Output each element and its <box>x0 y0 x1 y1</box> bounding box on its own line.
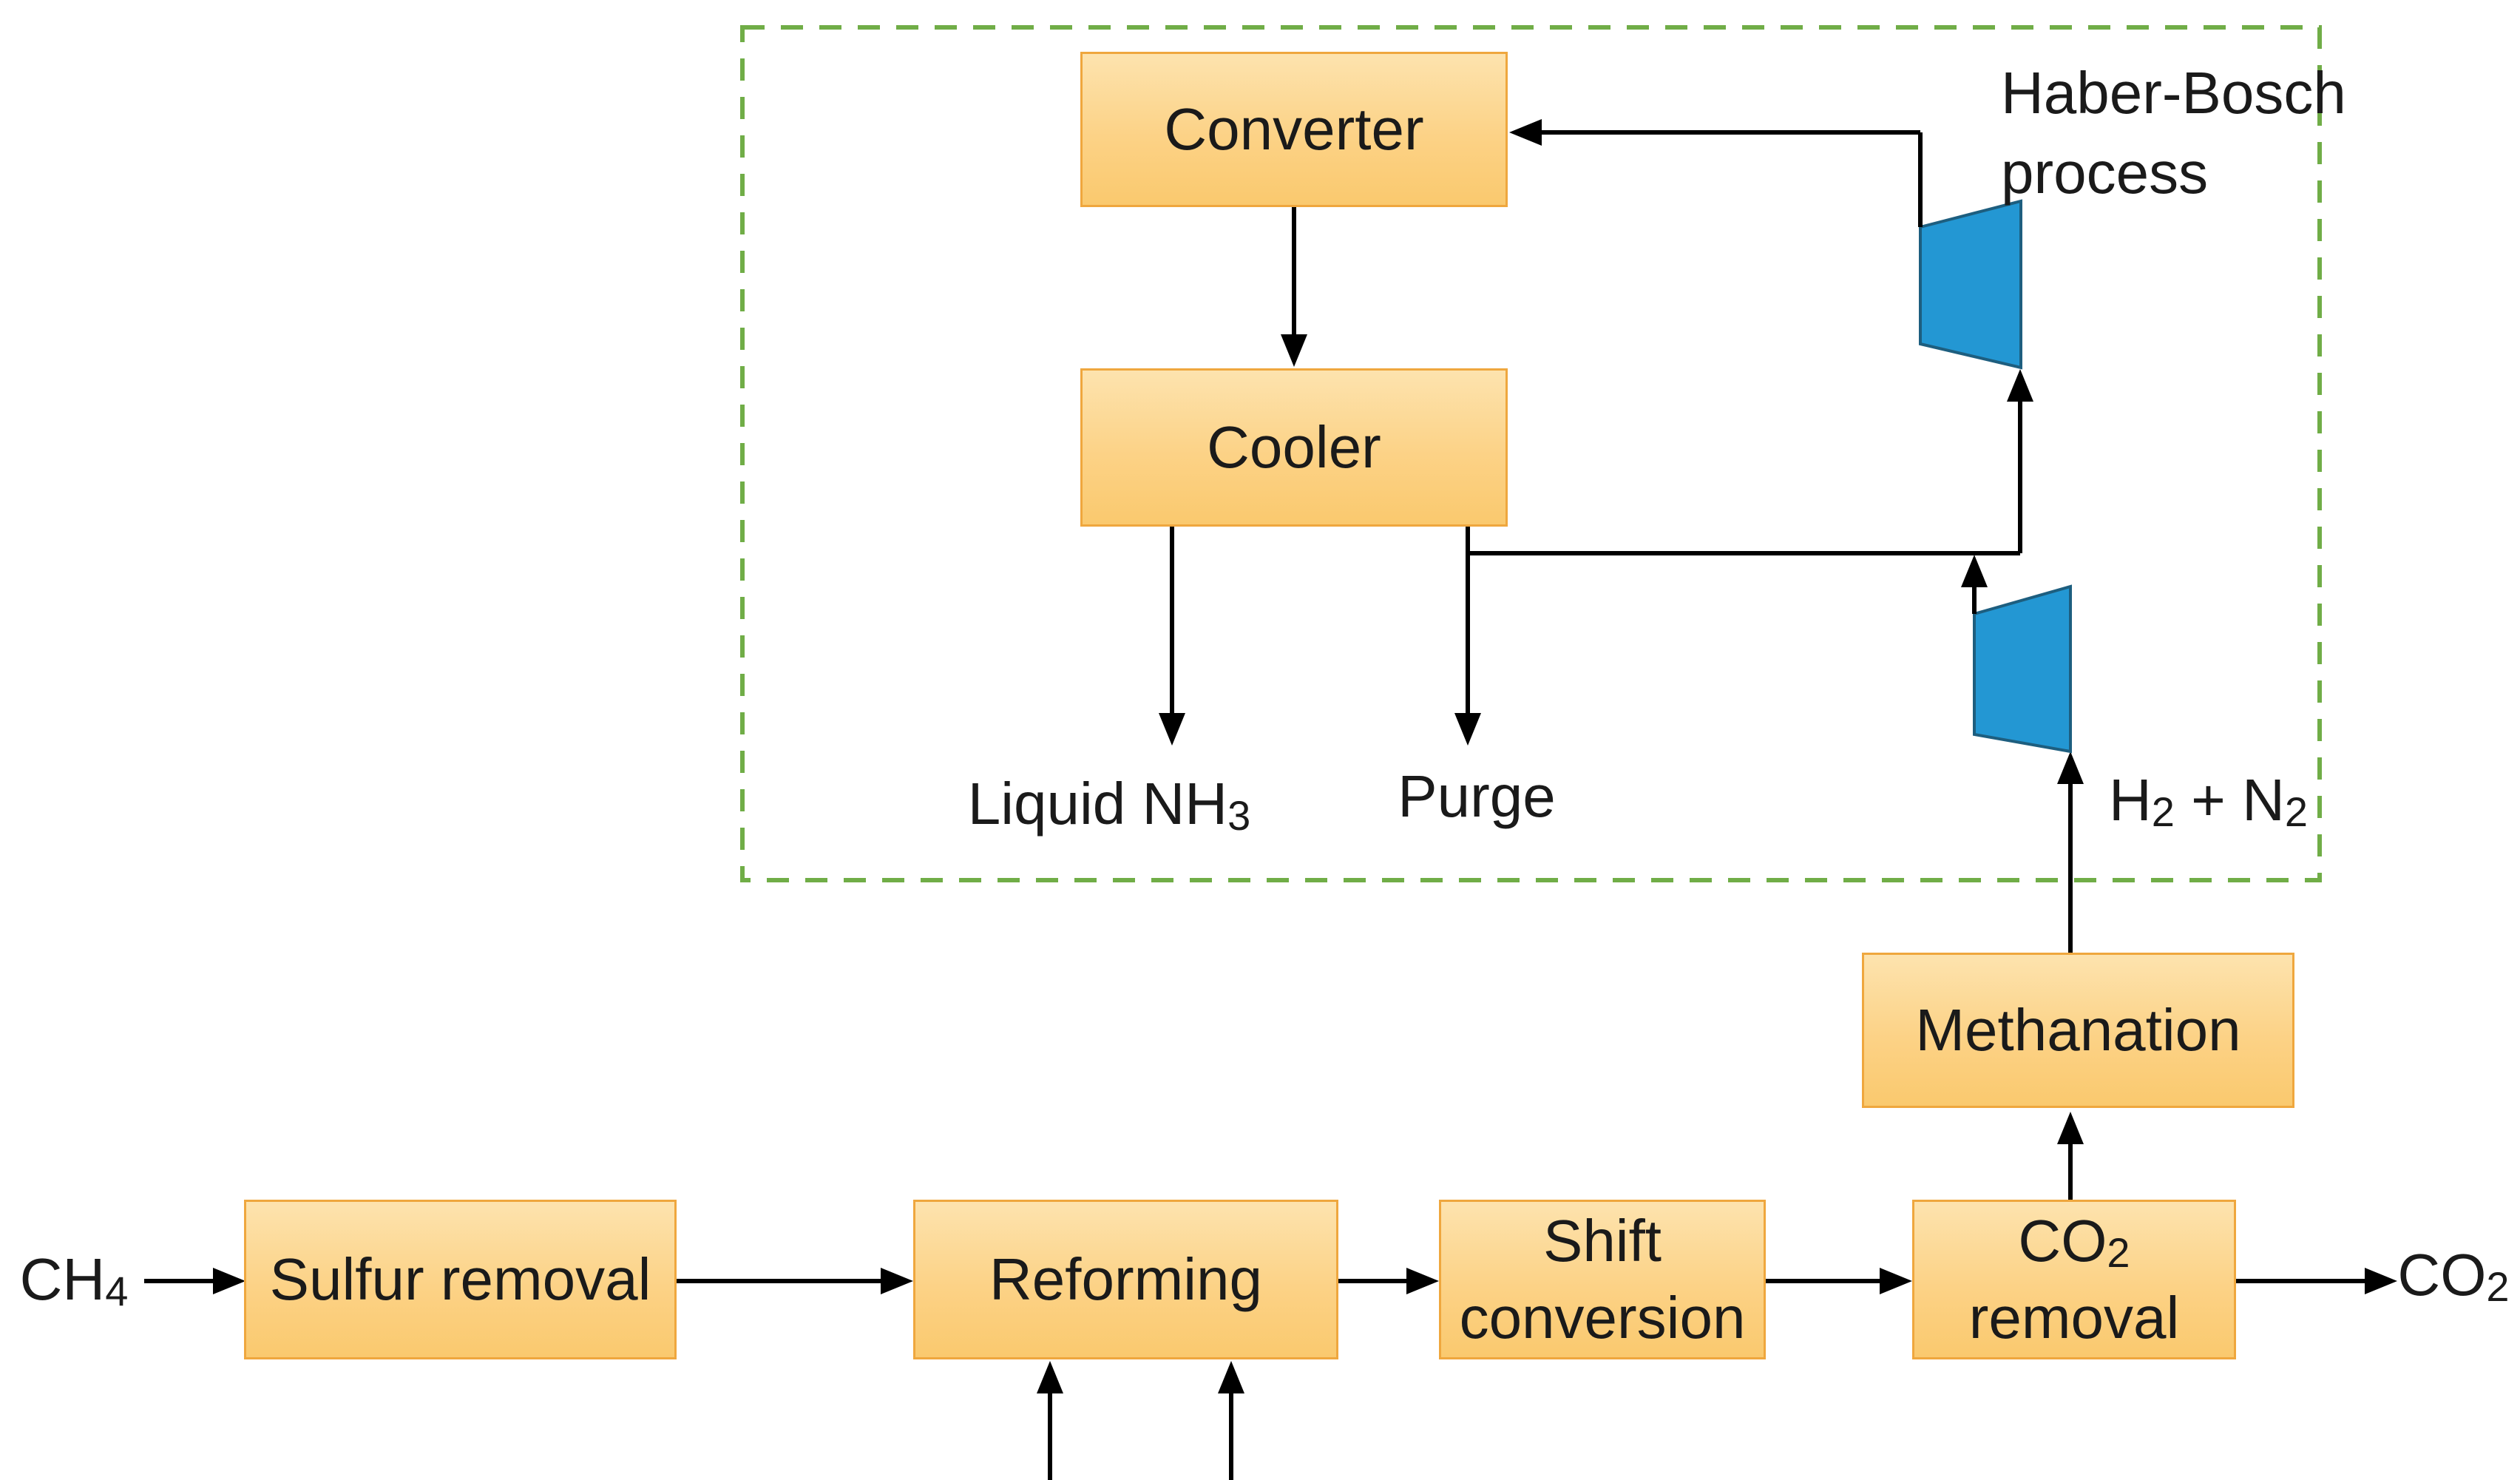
arrowhead-converter-to-cooler <box>1281 334 1307 367</box>
converter-box: Converter <box>1080 52 1508 207</box>
feed-compressor-shape <box>1973 584 2072 754</box>
arrowhead-shift-conversion-to-co2-removal <box>1880 1268 1912 1294</box>
arrowhead-sulfur-removal-to-reforming <box>881 1268 913 1294</box>
recycle-compressor-shape <box>1919 199 2022 370</box>
ch4-input-label: CH4 <box>19 1246 129 1314</box>
purge-label: Purge <box>1398 763 1556 829</box>
arrowhead-co2-removal-to-co2-output <box>2365 1268 2397 1294</box>
co2-removal-box: CO2 removal <box>1912 1200 2236 1359</box>
haber-bosch-title: Haber-Bosch process <box>2001 60 2346 206</box>
reforming-label: Reforming <box>989 1246 1263 1312</box>
sulfur-removal-label: Sulfur removal <box>269 1246 651 1312</box>
arrowhead-cooler-to-purge <box>1454 713 1481 746</box>
arrowhead-methanation-to-feed-compressor <box>2057 751 2084 784</box>
reforming-feed-arrowhead-right <box>1218 1361 1244 1393</box>
haber-bosch-boundary <box>740 25 2322 882</box>
methanation-box: Methanation <box>1862 953 2294 1108</box>
co2-removal-label: CO2 removal <box>1968 1208 2180 1351</box>
arrowhead-recycle-to-converter <box>1509 119 1542 146</box>
shift-conversion-box: Shift conversion <box>1439 1200 1766 1359</box>
cooler-label: Cooler <box>1207 414 1381 480</box>
methanation-label: Methanation <box>1915 997 2241 1063</box>
reforming-box: Reforming <box>913 1200 1338 1359</box>
converter-label: Converter <box>1164 96 1424 162</box>
h2-n2-label: H2 + N2 <box>2109 767 2309 835</box>
reforming-feed-arrowhead-left <box>1037 1361 1063 1393</box>
arrowhead-co2-removal-to-methanation <box>2057 1112 2084 1144</box>
sulfur-removal-box: Sulfur removal <box>244 1200 677 1359</box>
liquid-nh3-label: Liquid NH3 <box>967 771 1251 839</box>
arrowhead-reforming-to-shift-conversion <box>1406 1268 1439 1294</box>
co2-output-label: CO2 <box>2397 1242 2510 1310</box>
arrowhead-cooler-to-liquid-nh3 <box>1159 713 1185 746</box>
arrowhead-ch4-to-sulfur-removal <box>213 1268 245 1294</box>
arrowhead-feed-compressor-to-recycle-line <box>1961 555 1988 587</box>
arrowhead-recycle-to-recycle-compressor <box>2007 369 2033 402</box>
shift-conversion-label: Shift conversion <box>1459 1208 1746 1351</box>
cooler-box: Cooler <box>1080 368 1508 527</box>
